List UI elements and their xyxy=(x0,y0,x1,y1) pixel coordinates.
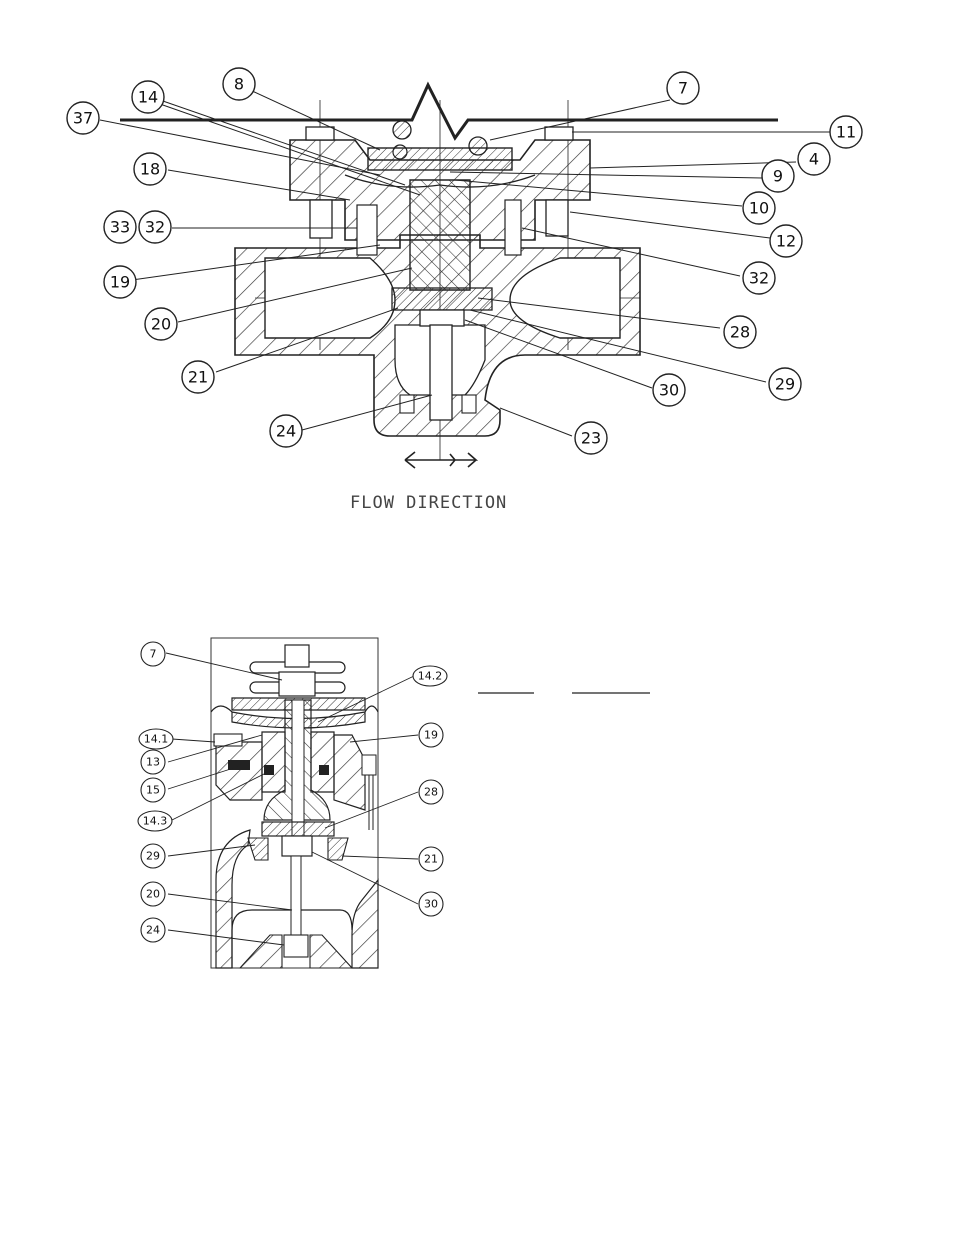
svg-text:15: 15 xyxy=(146,784,160,797)
callout-bubble: 28 xyxy=(724,316,756,348)
callout-bubble: 24 xyxy=(141,918,165,942)
callout-bubble: 29 xyxy=(769,368,801,400)
callout-bubble: 14.3 xyxy=(138,811,172,831)
svg-text:29: 29 xyxy=(146,850,160,863)
callout-bubble: 29 xyxy=(141,844,165,868)
callout-bubble: 14.1 xyxy=(139,729,173,749)
svg-text:12: 12 xyxy=(776,232,796,251)
svg-text:8: 8 xyxy=(234,75,244,94)
bottom-valve-cross-section: 7 14.2 14.1 19 13 15 14.3 28 29 21 20 30… xyxy=(138,638,650,968)
callout-bubble: 7 xyxy=(667,72,699,104)
svg-text:7: 7 xyxy=(678,79,688,98)
svg-text:13: 13 xyxy=(146,756,160,769)
callout-bubble: 10 xyxy=(743,192,775,224)
svg-text:14.3: 14.3 xyxy=(143,815,168,828)
svg-text:30: 30 xyxy=(659,381,679,400)
callout-bubble: 30 xyxy=(419,892,443,916)
svg-text:7: 7 xyxy=(150,648,157,661)
svg-text:18: 18 xyxy=(140,160,160,179)
svg-text:4: 4 xyxy=(809,150,819,169)
top-valve-cross-section: FLOW DIRECTION 7 xyxy=(67,68,862,513)
svg-text:32: 32 xyxy=(145,218,165,237)
svg-text:9: 9 xyxy=(773,167,783,186)
callout-bubble: 13 xyxy=(141,750,165,774)
callout-bubble: 15 xyxy=(141,778,165,802)
callout-bubble: 32 xyxy=(139,211,171,243)
svg-text:28: 28 xyxy=(424,786,438,799)
svg-text:20: 20 xyxy=(151,315,171,334)
callout-bubble: 33 xyxy=(104,211,136,243)
callout-bubble: 18 xyxy=(134,153,166,185)
svg-text:24: 24 xyxy=(276,422,296,441)
callout-bubble: 21 xyxy=(182,361,214,393)
svg-text:28: 28 xyxy=(730,323,750,342)
svg-text:30: 30 xyxy=(424,898,438,911)
callout-bubble: 20 xyxy=(145,308,177,340)
svg-text:14.2: 14.2 xyxy=(418,670,443,683)
svg-text:11: 11 xyxy=(836,123,856,142)
callout-bubble: 14 xyxy=(132,81,164,113)
callout-bubble: 8 xyxy=(223,68,255,100)
svg-text:33: 33 xyxy=(110,218,130,237)
callout-bubble: 9 xyxy=(762,160,794,192)
svg-text:37: 37 xyxy=(73,109,93,128)
svg-text:21: 21 xyxy=(188,368,208,387)
callout-bubble: 12 xyxy=(770,225,802,257)
svg-text:20: 20 xyxy=(146,888,160,901)
svg-text:10: 10 xyxy=(749,199,769,218)
svg-text:14.1: 14.1 xyxy=(144,733,169,746)
callout-bubble: 28 xyxy=(419,780,443,804)
callout-bubble: 4 xyxy=(798,143,830,175)
svg-text:32: 32 xyxy=(749,269,769,288)
flow-direction-label: FLOW DIRECTION xyxy=(350,493,507,513)
callout-bubble: 19 xyxy=(419,723,443,747)
svg-text:14: 14 xyxy=(138,88,158,107)
callout-bubble: 24 xyxy=(270,415,302,447)
callout-bubble: 20 xyxy=(141,882,165,906)
svg-text:19: 19 xyxy=(110,273,130,292)
callout-bubble: 32 xyxy=(743,262,775,294)
callout-bubble: 14.2 xyxy=(413,666,447,686)
callout-bubble: 7 xyxy=(141,642,165,666)
svg-text:19: 19 xyxy=(424,729,438,742)
svg-text:23: 23 xyxy=(581,429,601,448)
callout-bubble: 21 xyxy=(419,847,443,871)
svg-text:24: 24 xyxy=(146,924,160,937)
callout-bubble: 11 xyxy=(830,116,862,148)
callout-bubble: 23 xyxy=(575,422,607,454)
callout-bubble: 37 xyxy=(67,102,99,134)
svg-text:29: 29 xyxy=(775,375,795,394)
callout-bubble: 30 xyxy=(653,374,685,406)
svg-text:21: 21 xyxy=(424,853,438,866)
callout-bubble: 19 xyxy=(104,266,136,298)
